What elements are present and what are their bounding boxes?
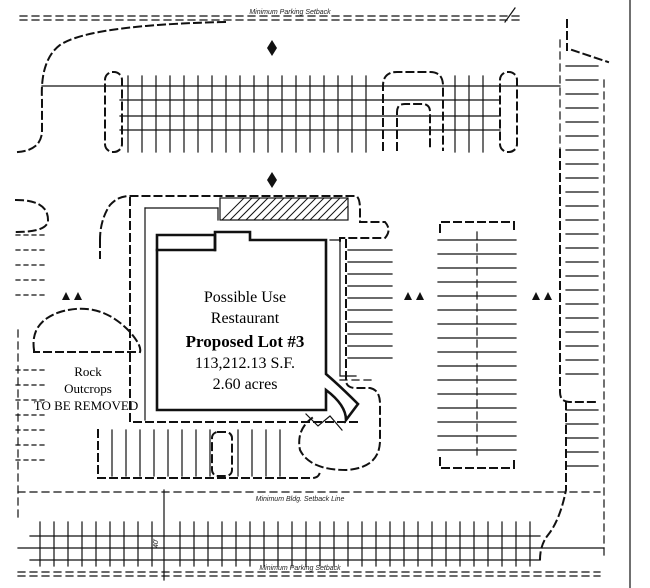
- inner-lot-lines: [144, 207, 219, 421]
- right-top-stalls: [565, 65, 599, 467]
- right-drive-curve: [559, 149, 599, 403]
- building-outline: [155, 230, 360, 424]
- lower-building-stalls: [97, 429, 322, 479]
- drive-through-lane: [298, 239, 381, 472]
- bottom-parking-row: 40': [17, 489, 605, 581]
- traffic-arrow-icon: [62, 292, 82, 300]
- right-road-edge: [559, 19, 610, 561]
- top-left-access-curve: [16, 20, 227, 154]
- hatched-sidewalk-area: [219, 197, 349, 221]
- lot-title: Proposed Lot #3: [186, 332, 305, 351]
- top-parking-row: [41, 71, 561, 153]
- middle-setback-label: Minimum Bldg. Setback Line: [256, 496, 345, 503]
- building-side-stalls: [347, 249, 393, 359]
- right-parking-stalls: [437, 239, 517, 451]
- top-setback-line: [19, 7, 521, 23]
- lot-area-acres: 2.60 acres: [213, 376, 278, 393]
- bottom-setback-line: [17, 571, 601, 577]
- rock-label-line1: Rock: [74, 364, 102, 379]
- rock-outcrop-area: [32, 307, 142, 353]
- traffic-arrow-icon: [404, 292, 552, 300]
- rock-label-line2: Outcrops: [64, 381, 112, 396]
- traffic-arrow-icon: [267, 40, 277, 188]
- building-use-label: Possible Use: [204, 289, 286, 306]
- dimension-mark: 40': [153, 538, 160, 548]
- top-setback-label: Minimum Parking Setback: [249, 9, 331, 16]
- lot-area-sf: 113,212.13 S.F.: [195, 355, 295, 372]
- bottom-right-drive-curve: [538, 401, 567, 562]
- right-parking-island: [439, 221, 515, 469]
- left-island-top: [14, 198, 50, 234]
- left-edge-stalls: [15, 234, 47, 461]
- rock-label-line3: TO BE REMOVED: [34, 398, 138, 413]
- building-type-label: Restaurant: [211, 310, 280, 327]
- bottom-setback-label: Minimum Parking Setback: [259, 565, 341, 572]
- lot-boundary: [98, 195, 390, 423]
- building-footprint: [155, 233, 217, 252]
